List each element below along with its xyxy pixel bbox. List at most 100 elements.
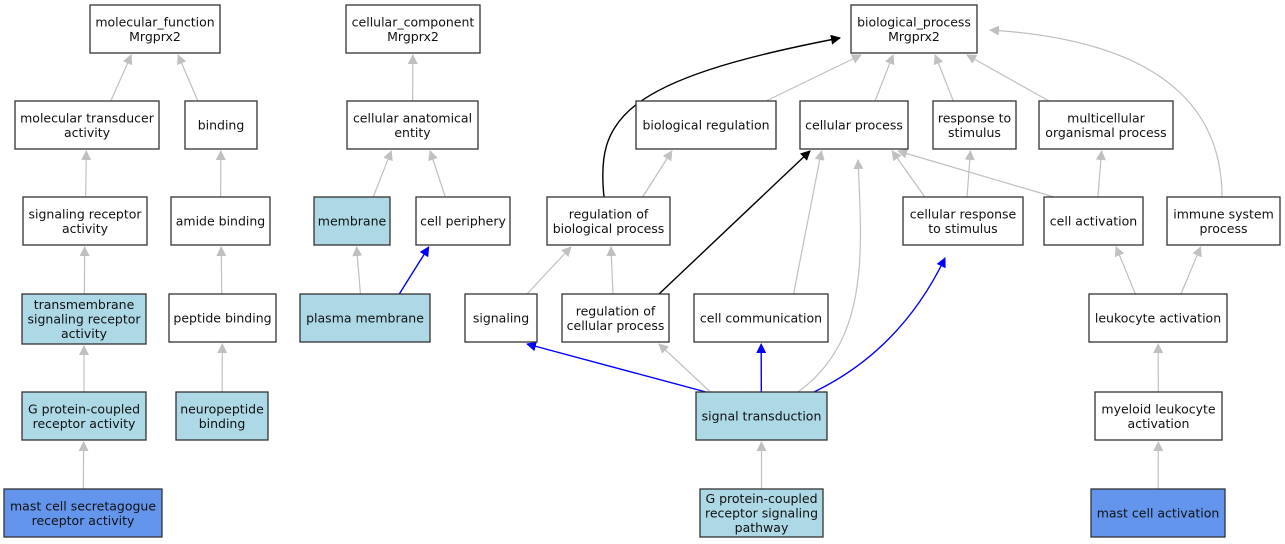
node-box (1088, 293, 1228, 343)
go-term-node-cell-periphery[interactable]: cell periphery (415, 196, 511, 246)
edge-is-a (891, 150, 926, 198)
node-box (693, 293, 829, 343)
edge-is-a (765, 54, 862, 102)
node-label: Mrgprx2 (888, 29, 940, 44)
edge-is-a (216, 246, 227, 295)
edge-part-of (813, 257, 946, 393)
go-term-node-peptide-binding[interactable]: peptide binding (168, 293, 277, 343)
node-box (699, 488, 824, 538)
node-box (464, 293, 538, 343)
go-term-node-cellular-process[interactable]: cellular process (799, 100, 909, 150)
node-box (635, 100, 777, 150)
node-label: G protein-coupled (705, 491, 817, 506)
go-term-node-membrane[interactable]: membrane (313, 196, 391, 246)
node-box (902, 196, 1024, 246)
go-term-node-plasma-membrane[interactable]: plasma membrane (299, 293, 431, 343)
node-label: amide binding (176, 214, 266, 229)
node-label: biological regulation (642, 118, 769, 133)
node-box (932, 100, 1017, 150)
edge-is-a (874, 54, 895, 102)
node-box (1166, 196, 1281, 246)
node-box (345, 4, 481, 54)
edge-part-of (526, 341, 707, 393)
go-term-node-bio-regulation[interactable]: biological regulation (635, 100, 777, 150)
node-label: binding (199, 416, 246, 431)
node-label: signaling receptor (27, 312, 141, 327)
node-label: mast cell secretagogue (10, 498, 156, 513)
edge-is-a (1114, 246, 1136, 295)
go-term-node-leukocyte-activation[interactable]: leukocyte activation (1088, 293, 1228, 343)
edge-is-a (526, 246, 572, 295)
go-term-node-cell-activation[interactable]: cell activation (1043, 196, 1144, 246)
node-label: response to (938, 110, 1011, 125)
node-box (22, 196, 148, 246)
go-term-node-mast-cell-activation[interactable]: mast cell activation (1090, 488, 1226, 538)
node-label: signaling receptor (28, 206, 142, 221)
node-label: cell communication (700, 311, 822, 326)
node-label: myeloid leukocyte (1101, 401, 1215, 416)
node-label: cellular_component (352, 14, 475, 29)
node-box (89, 4, 221, 54)
node-box (1090, 488, 1226, 538)
node-label: membrane (318, 214, 387, 229)
go-term-node-signal-transduction[interactable]: signal transduction (695, 391, 828, 441)
node-box (1038, 100, 1174, 150)
edge-is-a (964, 150, 975, 198)
node-box (299, 293, 431, 343)
node-label: cellular process (805, 118, 903, 133)
node-label: molecular transducer (20, 110, 155, 125)
node-label: transmembrane (34, 297, 135, 312)
node-label: stimulus (948, 125, 1001, 140)
node-box (546, 196, 671, 246)
node-label: multicellular (1067, 110, 1146, 125)
node-label: activity (64, 125, 111, 140)
edge-is-a (933, 54, 954, 102)
edge-regulates (658, 150, 811, 295)
node-box (1094, 391, 1223, 441)
node-label: organismal process (1045, 125, 1166, 140)
node-label: process (1199, 221, 1247, 236)
node-box (14, 100, 160, 150)
node-label: mast cell activation (1097, 506, 1220, 521)
edge-is-a (352, 246, 363, 295)
edge-is-a (897, 148, 1055, 198)
node-label: immune system (1173, 206, 1274, 221)
edge-is-a (792, 150, 825, 295)
node-label: cell periphery (420, 214, 506, 229)
go-term-node-signaling[interactable]: signaling (464, 293, 538, 343)
edge-is-a (606, 246, 617, 295)
node-box (184, 100, 258, 150)
edge-part-of (398, 246, 430, 295)
node-box (346, 100, 479, 150)
go-term-node-cell-communication[interactable]: cell communication (693, 293, 829, 343)
node-label: activity (61, 326, 108, 341)
node-box (561, 293, 670, 343)
go-term-node-amide-binding[interactable]: amide binding (170, 196, 271, 246)
go-term-node-binding[interactable]: binding (184, 100, 258, 150)
node-label: receptor activity (32, 513, 135, 528)
edge-is-a (966, 54, 1050, 102)
edge-is-a (177, 54, 199, 102)
node-box (415, 196, 511, 246)
node-box (3, 488, 163, 538)
